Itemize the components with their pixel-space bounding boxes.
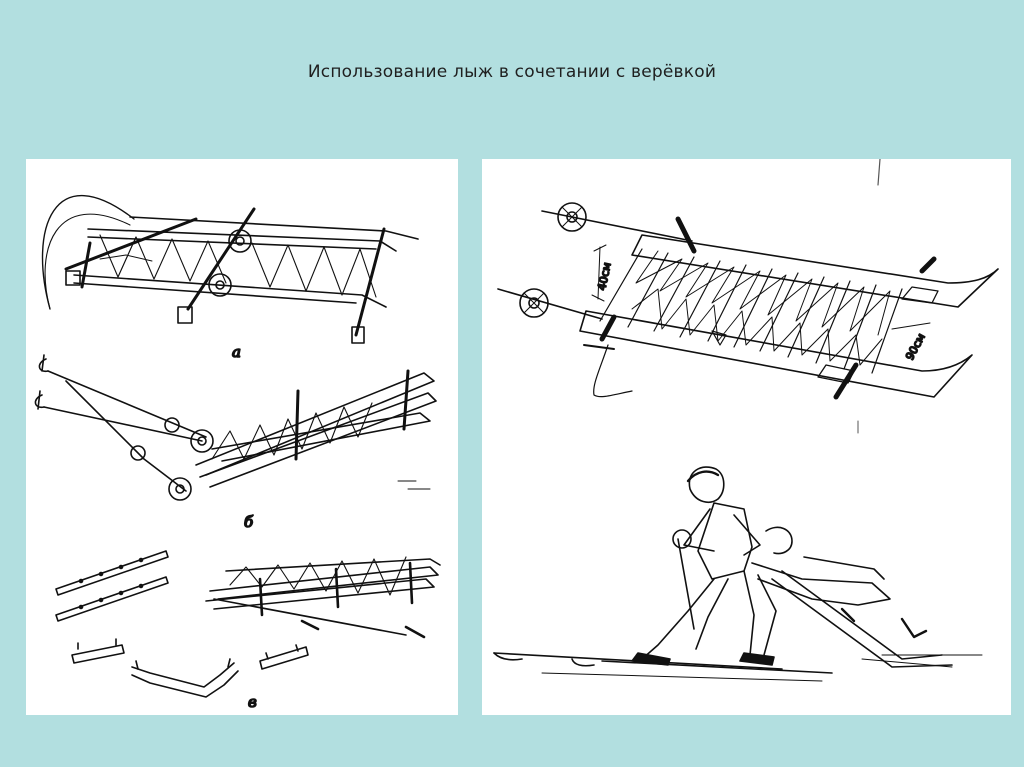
label-v: в	[248, 693, 257, 711]
label-a: а	[232, 343, 241, 361]
stretcher-plan-view	[497, 202, 999, 400]
left-illustration: а	[34, 195, 441, 712]
right-illustration: 40см 90см	[493, 159, 999, 682]
label-b: б	[244, 513, 254, 531]
left-illustration-panel: а	[26, 159, 458, 715]
skier-towing-illustration	[493, 466, 983, 682]
stretcher-drawing-a	[41, 195, 419, 344]
slide-title: Использование лыж в сочетании с верёвкой	[307, 62, 717, 82]
right-illustration-panel: 40см 90см	[482, 159, 1011, 715]
margin-mark	[877, 159, 881, 186]
dimension-length: 90см	[903, 331, 928, 362]
stretcher-drawing-b	[34, 354, 437, 501]
stretcher-drawing-v	[55, 550, 441, 698]
dimension-width: 40см	[595, 261, 614, 291]
